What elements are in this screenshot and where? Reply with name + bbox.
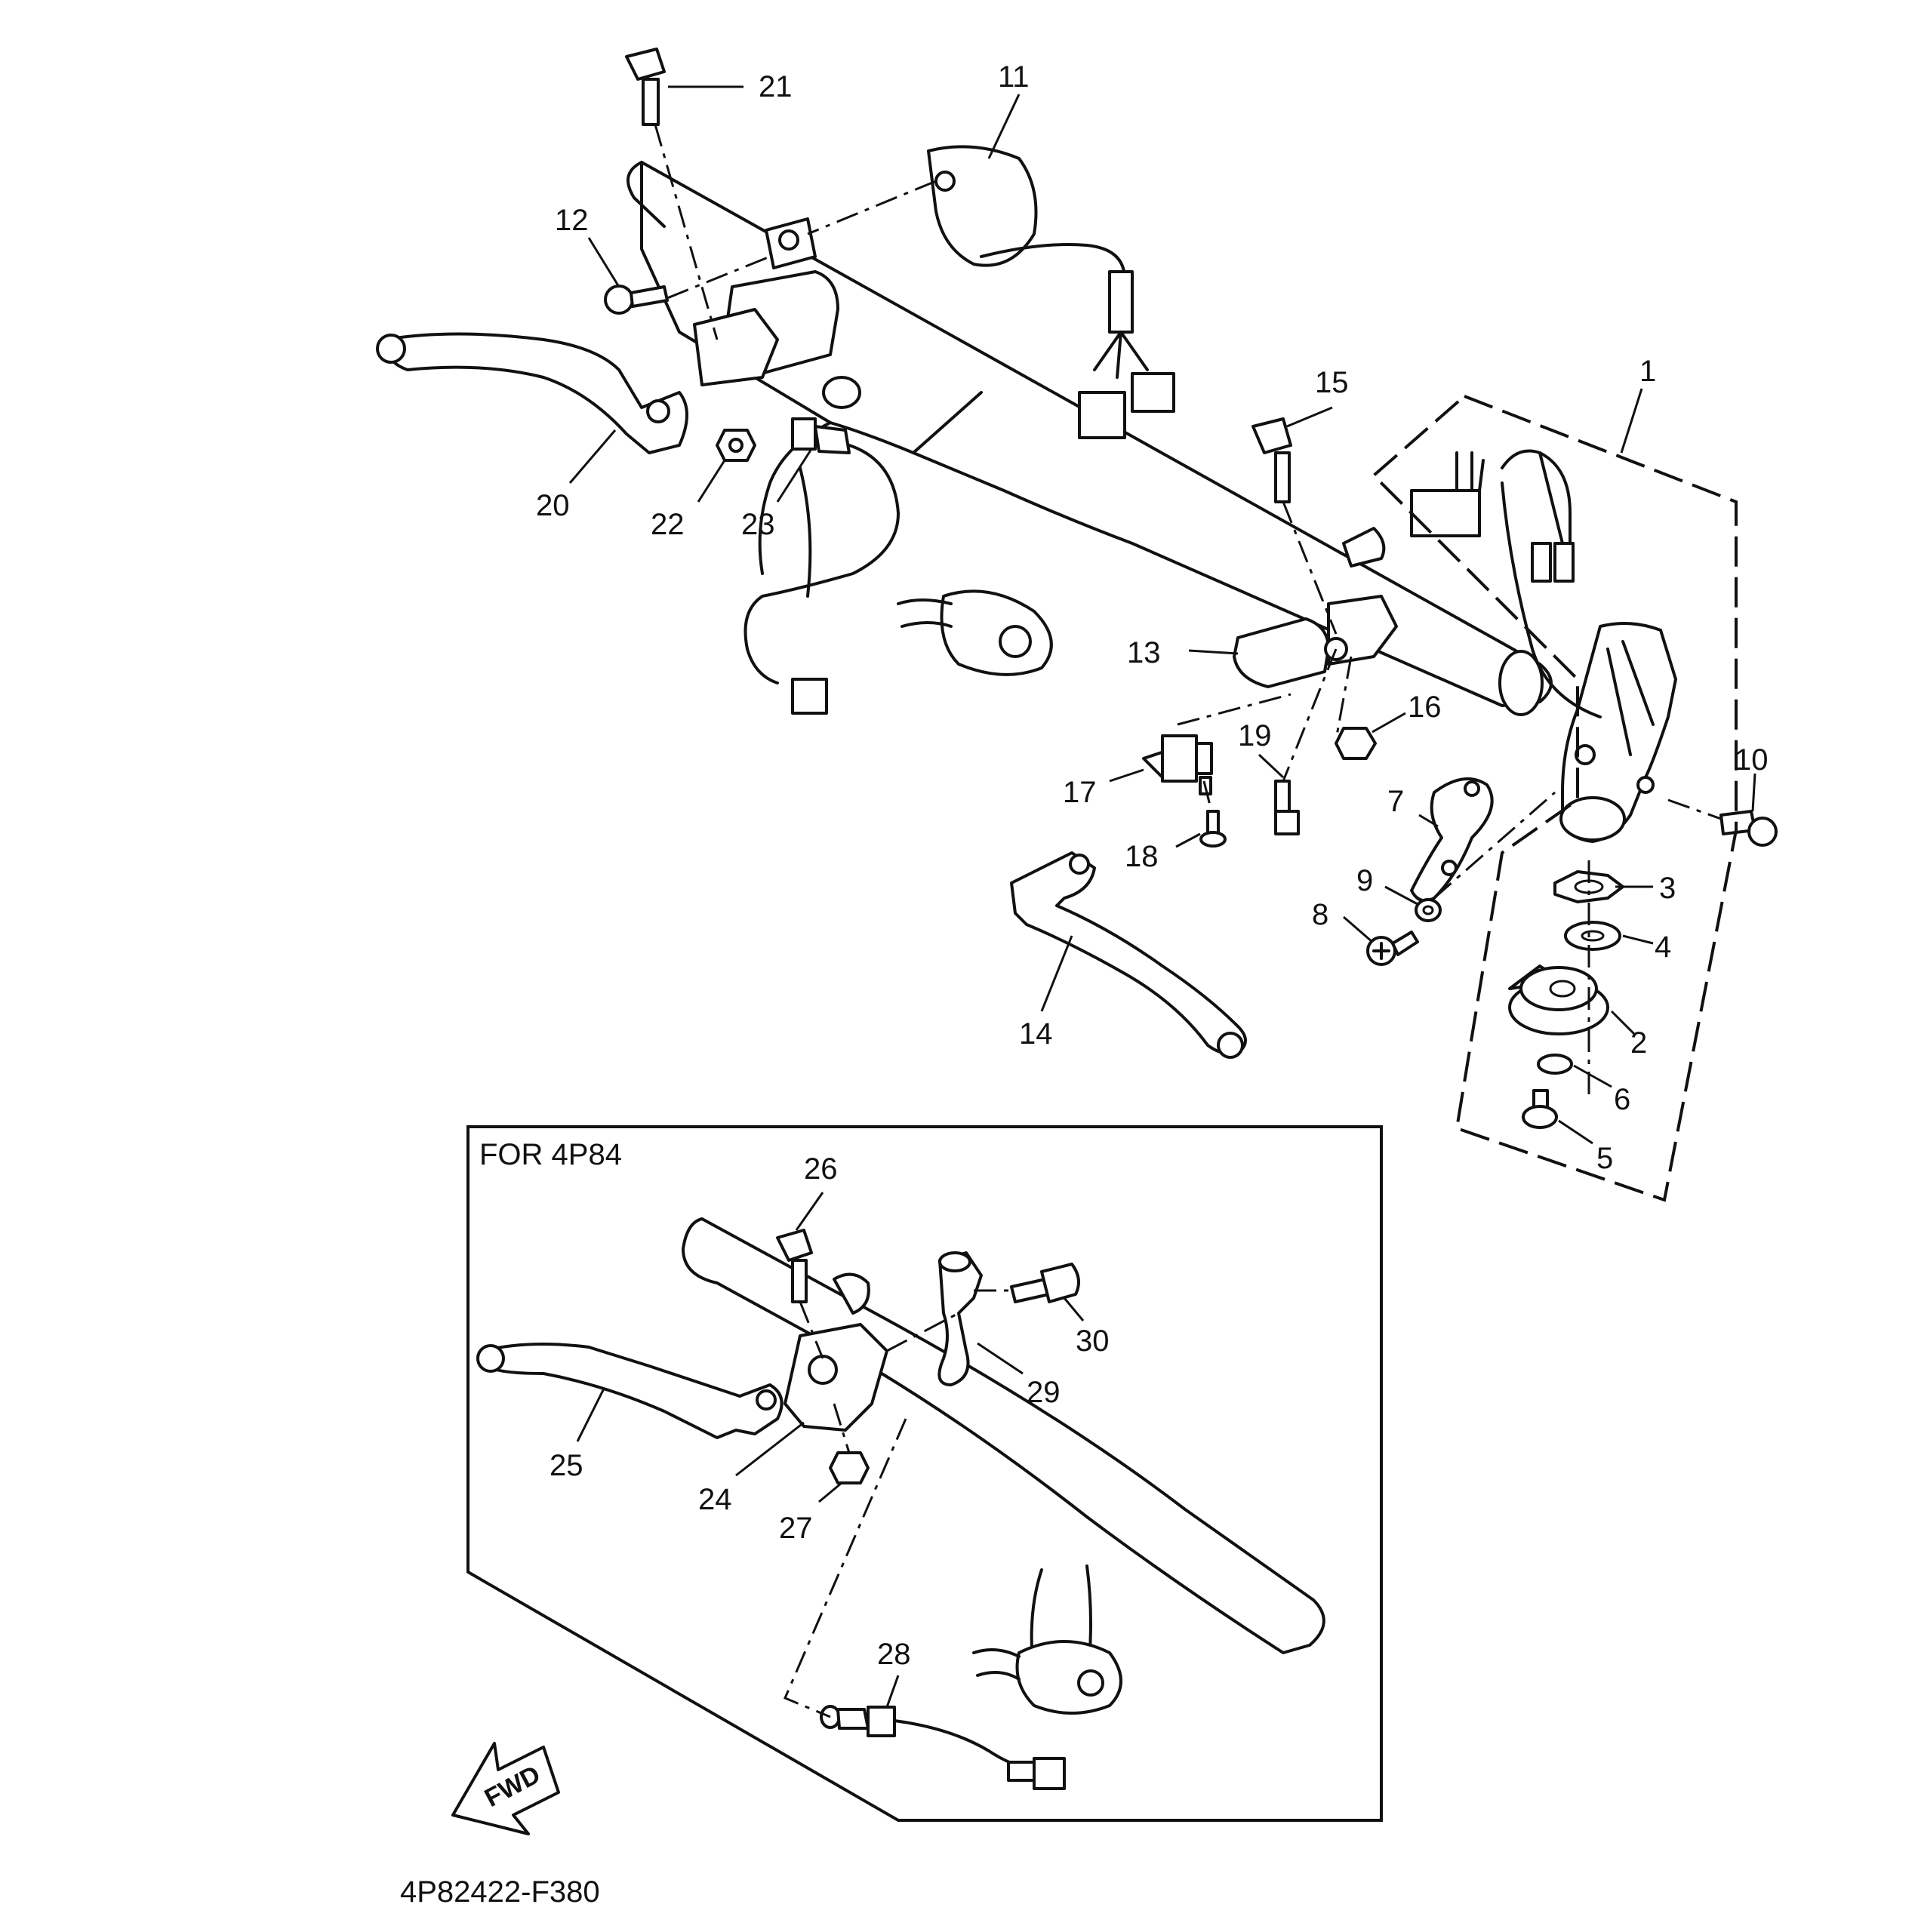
part-11-switch xyxy=(927,145,1175,439)
fwd-arrow-icon: FWD xyxy=(451,1742,560,1835)
callout-27: 27 xyxy=(779,1512,813,1545)
part-13-holder xyxy=(1233,527,1398,688)
assembly-lines-upper xyxy=(654,124,1722,1094)
part-26-bolt xyxy=(776,1229,813,1303)
part-16-nut xyxy=(1335,727,1377,760)
callout-25: 25 xyxy=(550,1449,583,1482)
callout-24: 24 xyxy=(698,1483,732,1516)
inset-box-4p84 xyxy=(466,1125,1383,1822)
part-12-screw xyxy=(604,285,669,315)
callout-labels: 1 2 3 4 5 6 7 8 9 10 11 12 13 14 15 16 1… xyxy=(536,60,1769,1671)
part-15-bolt xyxy=(1251,417,1292,503)
callout-6: 6 xyxy=(1614,1083,1630,1116)
part-20-lever xyxy=(376,332,688,454)
callout-23: 23 xyxy=(741,508,775,541)
callout-14: 14 xyxy=(1019,1017,1053,1051)
part-8-screw xyxy=(1366,931,1419,966)
callout-20: 20 xyxy=(536,489,570,522)
part-2-knob xyxy=(1508,964,1609,1035)
part-30-bolt xyxy=(1010,1263,1080,1303)
callout-2: 2 xyxy=(1630,1026,1647,1060)
part-14-lever xyxy=(1010,851,1247,1059)
callout-30: 30 xyxy=(1076,1324,1110,1358)
callout-9: 9 xyxy=(1356,864,1373,897)
part-1-kit-outline xyxy=(1372,394,1738,1202)
part-22-nut xyxy=(716,429,756,462)
inset-handlebar xyxy=(682,1217,1325,1715)
callout-21: 21 xyxy=(759,70,793,103)
callout-13: 13 xyxy=(1127,636,1161,669)
callout-leaders xyxy=(568,85,1756,1708)
callout-5: 5 xyxy=(1596,1142,1613,1175)
callout-12: 12 xyxy=(555,204,589,237)
part-29-clamp xyxy=(937,1251,983,1386)
drawing-code: 4P82422-F380 xyxy=(400,1875,600,1909)
part-17-switch xyxy=(1142,734,1213,795)
part-3-plate xyxy=(1553,870,1624,903)
brake-master-cylinder xyxy=(693,217,861,409)
callout-22: 22 xyxy=(651,508,685,541)
part-5-screw xyxy=(1522,1089,1558,1129)
callout-26: 26 xyxy=(804,1152,838,1186)
part-23-wire xyxy=(743,417,900,715)
inset-title: FOR 4P84 xyxy=(479,1138,622,1171)
part-9-washer xyxy=(1415,898,1442,922)
part-27-nut xyxy=(829,1451,870,1484)
callout-1: 1 xyxy=(1639,355,1656,388)
callout-4: 4 xyxy=(1655,931,1671,964)
callout-16: 16 xyxy=(1408,691,1442,724)
part-7-bracket xyxy=(1410,777,1494,903)
callout-28: 28 xyxy=(877,1638,911,1671)
callout-10: 10 xyxy=(1735,743,1769,777)
part-19-screw xyxy=(1274,780,1300,835)
part-10-screw xyxy=(1719,810,1778,847)
part-21-bolt xyxy=(625,48,666,126)
callout-18: 18 xyxy=(1125,840,1159,873)
part-28-wire xyxy=(820,1705,1066,1790)
callout-11: 11 xyxy=(998,60,1030,94)
callout-8: 8 xyxy=(1312,898,1328,931)
handlebar-mount xyxy=(897,589,1053,676)
part-4-washer xyxy=(1564,921,1621,951)
callout-17: 17 xyxy=(1063,776,1097,809)
callout-15: 15 xyxy=(1315,366,1349,399)
callout-7: 7 xyxy=(1387,785,1404,818)
part-25-lever xyxy=(476,1343,784,1439)
callout-29: 29 xyxy=(1027,1376,1061,1409)
callout-19: 19 xyxy=(1238,719,1272,752)
part-24-holder xyxy=(784,1272,888,1432)
part-18-screw xyxy=(1199,810,1227,848)
callout-3: 3 xyxy=(1659,872,1676,905)
assembly-lines-inset xyxy=(784,1289,1011,1718)
part-6-washer xyxy=(1537,1054,1573,1075)
